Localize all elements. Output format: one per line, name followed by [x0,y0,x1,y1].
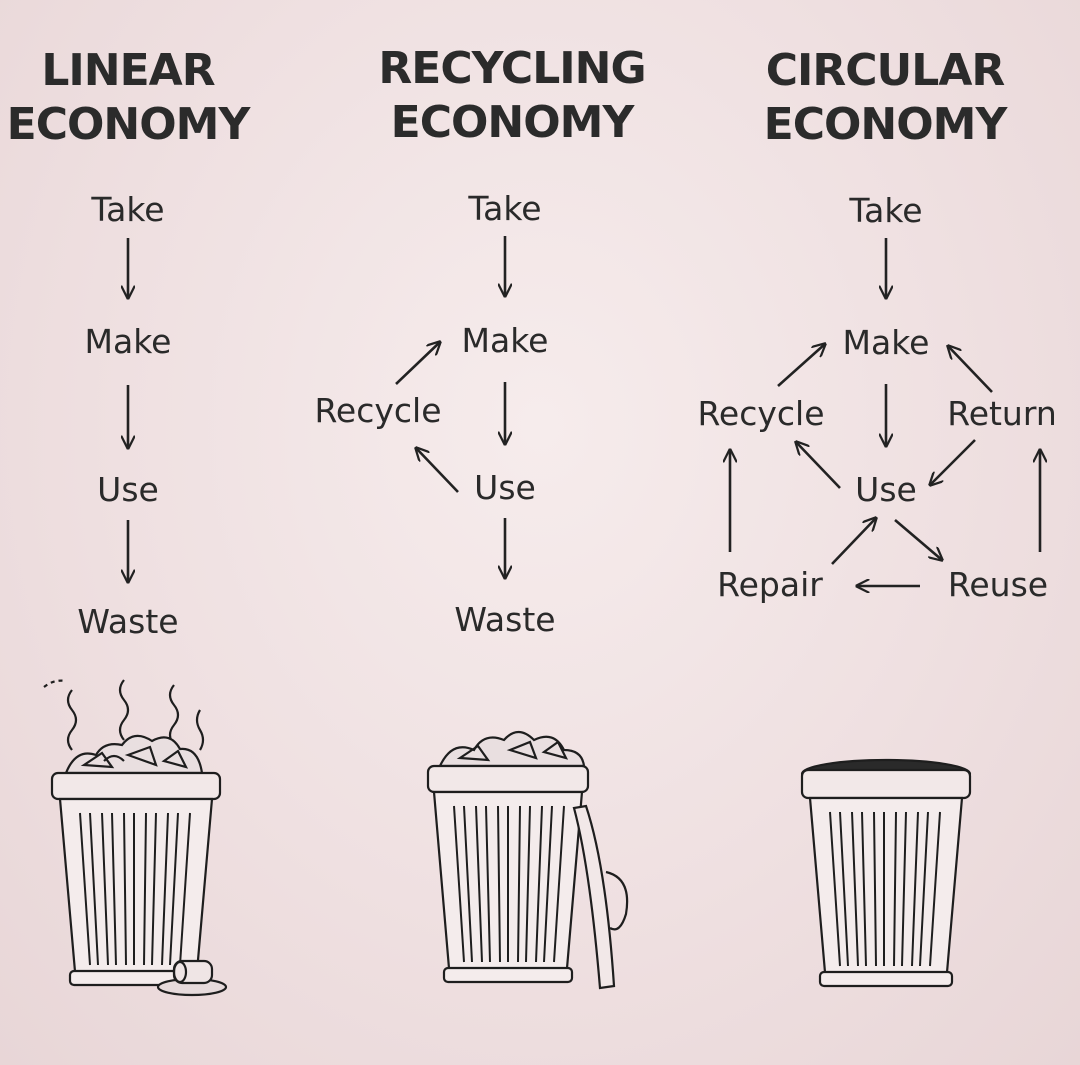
circular-arrow-return-make [948,346,993,393]
recycling-waste-label: Waste [454,600,556,639]
circular-economy-title: CIRCULAR ECONOMY [725,44,1045,152]
circular-use-label: Use [855,470,917,509]
circular-return-label: Return [947,394,1057,433]
circular-make-label: Make [842,323,930,362]
linear-use-label: Use [97,470,159,509]
circular-take-label: Take [849,191,923,230]
circular-arrow-repair-use [831,518,876,565]
empty-trash-can-icon [800,758,972,988]
recycling-arrow-recycle-make [395,342,440,385]
circular-arrow-use-recycle [796,442,841,489]
title-line-2: ECONOMY [6,99,251,150]
recycling-arrow-use-recycle [416,448,459,493]
recycling-trash-can-icon [426,730,629,990]
linear-make-label: Make [84,322,172,361]
recycling-recycle-label: Recycle [314,391,442,430]
title-line-1: LINEAR [41,45,215,96]
circular-arrow-use-reuse [894,519,942,560]
linear-take-label: Take [91,190,165,229]
title-line-1: CIRCULAR [765,45,1006,96]
linear-waste-label: Waste [77,602,179,641]
recycling-take-label: Take [468,189,542,228]
recycling-economy-title: RECYCLING ECONOMY [352,42,672,150]
overflowing-trash-can-icon [43,679,228,997]
circular-arrow-recycle-make [777,344,825,387]
recycling-make-label: Make [461,321,549,360]
recycling-use-label: Use [474,468,536,507]
circular-arrow-return-use [930,439,976,485]
title-line-2: ECONOMY [763,99,1008,150]
title-line-2: ECONOMY [390,97,635,148]
circular-recycle-label: Recycle [697,394,825,433]
linear-economy-title: LINEAR ECONOMY [0,44,288,152]
circular-reuse-label: Reuse [947,565,1049,604]
circular-repair-label: Repair [717,565,823,604]
title-line-1: RECYCLING [378,43,646,94]
